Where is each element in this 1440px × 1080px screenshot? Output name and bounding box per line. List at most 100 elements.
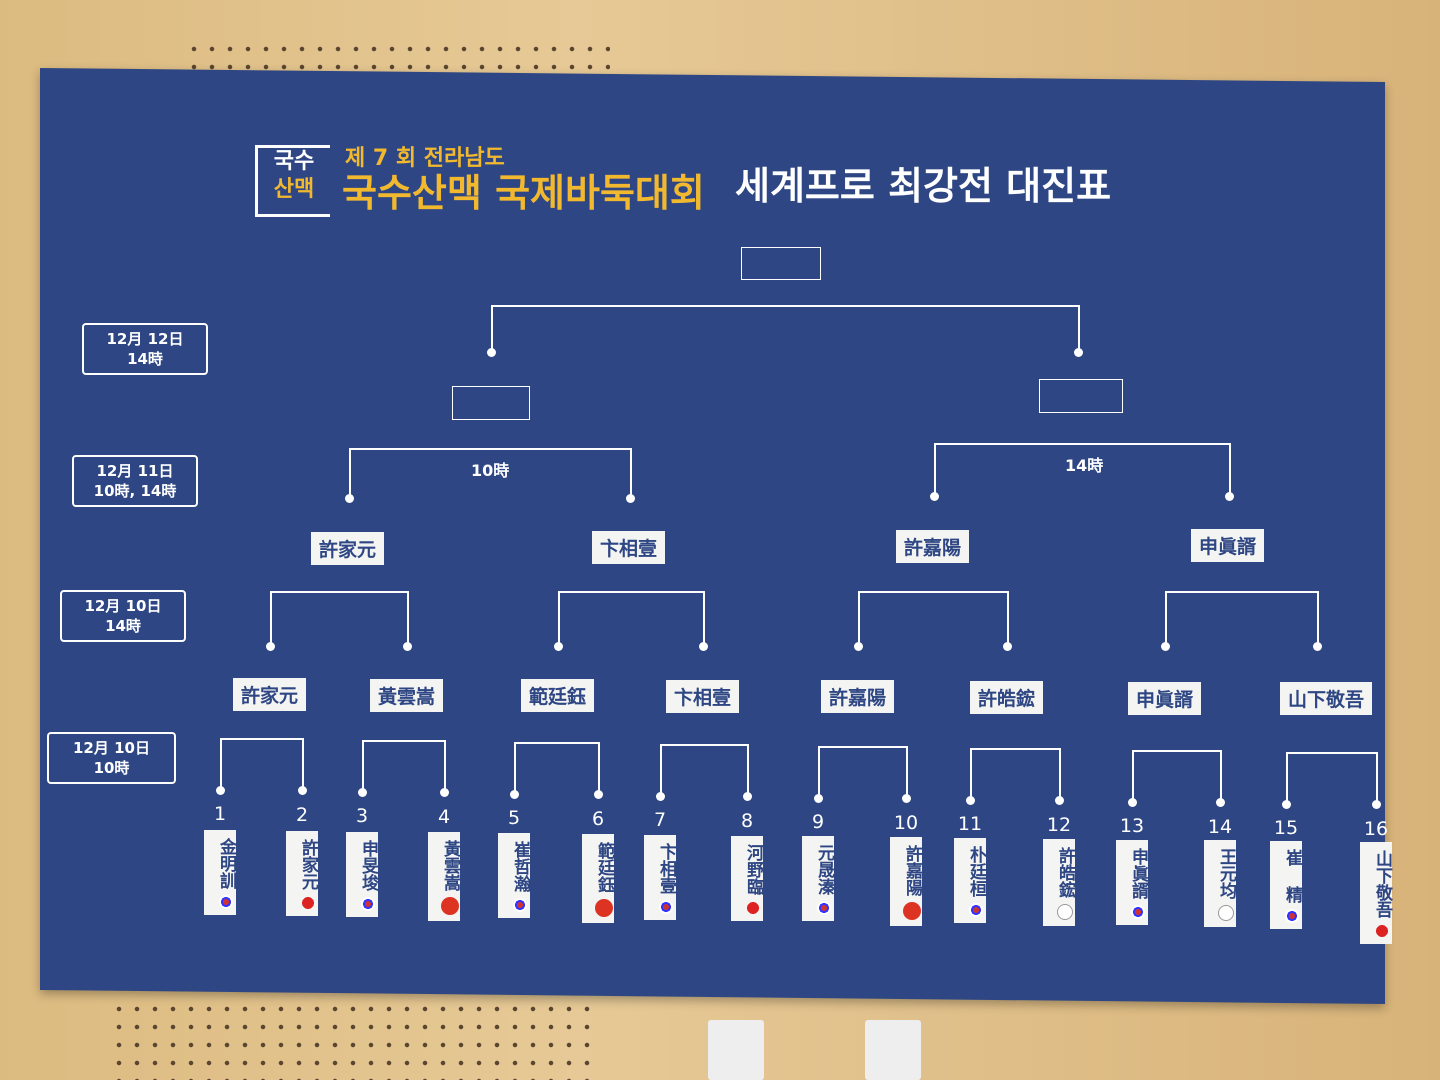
player-card: 朴廷桓 — [954, 838, 986, 923]
quarter-winner: 許家元 — [311, 532, 385, 565]
korea-flag-icon — [969, 903, 983, 917]
pegboard-bottom — [110, 1000, 600, 1080]
bracket-dot — [358, 788, 367, 797]
bracket-dot — [626, 494, 635, 503]
bracket-dot — [930, 492, 939, 501]
bracket-line — [934, 443, 936, 496]
bracket-line — [270, 591, 407, 593]
bracket-dot — [1372, 800, 1381, 809]
bracket-dot — [1074, 348, 1083, 357]
player-name: 崔哲瀚 — [510, 841, 530, 893]
player-card: 崔 精 — [1270, 841, 1302, 930]
bracket-dot — [1225, 492, 1234, 501]
bracket-dot — [1282, 800, 1291, 809]
korea-flag-icon — [219, 895, 233, 909]
bracket-line — [1286, 752, 1376, 754]
player-card: 河野臨 — [731, 835, 763, 921]
player-name: 朴廷桓 — [966, 846, 986, 897]
bracket-line — [660, 744, 747, 746]
date-box: 12月 12日 14時 — [82, 323, 208, 375]
seed-number: 3 — [355, 805, 369, 827]
seed-number: 1 — [213, 803, 227, 825]
bracket-line — [1220, 750, 1222, 802]
china-flag-icon — [441, 897, 459, 916]
bracket-line — [630, 448, 632, 498]
bracket-dot — [487, 348, 496, 357]
round16-winner: 許嘉陽 — [821, 680, 895, 714]
bracket-dot — [1313, 642, 1322, 651]
japan-flag-icon — [746, 900, 760, 915]
chinese-taipei-flag-icon — [1218, 905, 1234, 922]
date-time: 10時, 14時 — [93, 482, 177, 500]
china-flag-icon — [903, 902, 921, 921]
japan-flag-icon — [301, 895, 315, 910]
bracket-line — [1059, 748, 1061, 800]
bracket-line — [598, 742, 600, 794]
bracket-dot — [440, 788, 449, 797]
player-name: 申眞諝 — [1128, 847, 1148, 899]
quarter-winner: 卞相壹 — [592, 531, 666, 564]
player-card: 範廷鈺 — [582, 834, 614, 923]
bracket-dot — [699, 642, 708, 651]
seed-number: 4 — [437, 806, 451, 828]
bracket-line — [302, 738, 304, 790]
bracket-dot — [1055, 796, 1064, 805]
bracket-line — [362, 740, 444, 742]
bracket-line — [906, 746, 908, 798]
bracket-line — [1229, 443, 1231, 496]
bracket-line — [1078, 305, 1080, 352]
date-time: 14時 — [127, 350, 163, 368]
seed-number: 15 — [1273, 817, 1299, 839]
player-name: 金明訓 — [216, 838, 236, 889]
round16-winner: 許皓鋐 — [970, 681, 1044, 714]
korea-flag-icon — [513, 898, 527, 913]
bracket-line — [362, 740, 364, 792]
date-day: 12月 10日 — [73, 739, 150, 757]
player-card: 黃雲嵩 — [428, 832, 460, 922]
date-time: 14時 — [105, 617, 141, 635]
bracket-dot — [743, 792, 752, 801]
bracket-line — [491, 305, 1078, 307]
player-name: 許嘉陽 — [902, 845, 922, 897]
seed-number: 11 — [957, 813, 983, 835]
bracket-line — [1286, 752, 1288, 804]
semi-left-time: 10時 — [471, 461, 510, 480]
quarter-winner: 申眞諝 — [1191, 529, 1265, 562]
bracket-dot — [1216, 798, 1225, 807]
player-name: 許皓鋐 — [1055, 846, 1075, 898]
quarter-winner: 許嘉陽 — [896, 530, 970, 563]
round16-winner: 卞相壹 — [666, 679, 740, 713]
bracket-line — [934, 443, 1229, 445]
date-day: 12月 10日 — [84, 597, 162, 615]
player-name: 卞相壹 — [656, 842, 676, 894]
seed-number: 9 — [811, 811, 825, 833]
bracket-dot — [403, 642, 412, 651]
player-card: 王元均 — [1204, 840, 1236, 928]
player-card: 卞相壹 — [644, 834, 676, 920]
korea-flag-icon — [1131, 904, 1145, 919]
bracket-line — [220, 738, 302, 740]
bracket-line — [1132, 750, 1134, 802]
player-name: 黃雲嵩 — [440, 840, 460, 892]
bracket-line — [1165, 591, 1317, 593]
player-card: 山下敬吾 — [1360, 842, 1392, 944]
bracket-dot — [656, 792, 665, 801]
korea-flag-icon — [361, 896, 375, 911]
bracket-line — [220, 738, 222, 790]
date-day: 12月 12日 — [106, 330, 184, 348]
chinese-taipei-flag-icon — [1057, 903, 1073, 920]
round16-winner: 山下敬吾 — [1280, 682, 1373, 716]
korea-flag-icon — [659, 899, 673, 914]
semi-winner-slot — [452, 386, 530, 420]
bracket-line — [747, 744, 749, 796]
bracket-line — [270, 591, 272, 646]
bracket-line — [407, 591, 409, 646]
seed-number: 6 — [591, 808, 605, 830]
player-card: 許家元 — [286, 830, 318, 916]
player-card: 許嘉陽 — [890, 837, 922, 927]
bracket-dot — [266, 642, 275, 651]
japan-flag-icon — [1375, 924, 1389, 938]
bracket-line — [703, 591, 705, 646]
